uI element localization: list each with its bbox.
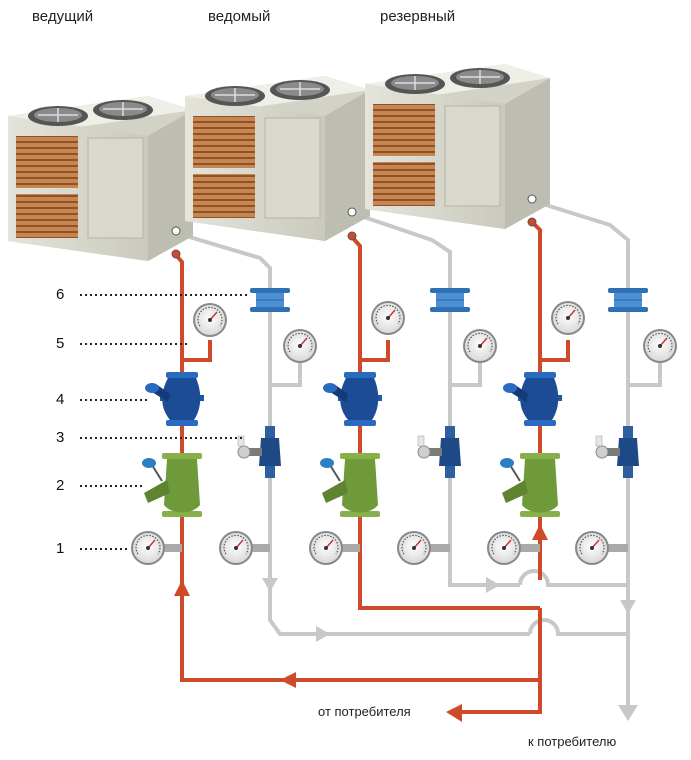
flow-arrow-icon bbox=[532, 524, 548, 540]
flow-arrow-icon bbox=[618, 705, 638, 721]
flow-valve-icon bbox=[237, 425, 282, 479]
pressure-gauge-icon bbox=[462, 328, 498, 364]
chiller-unit-reserve-icon bbox=[364, 63, 551, 230]
pipe-crossover bbox=[518, 569, 560, 587]
outlet-icon bbox=[171, 249, 181, 259]
flow-arrow-icon bbox=[280, 672, 296, 688]
outlet-icon bbox=[347, 231, 357, 241]
flow-arrow-icon bbox=[262, 578, 278, 592]
callout-4: 4 bbox=[56, 391, 65, 408]
flexible-connector-icon bbox=[249, 287, 291, 313]
callout-6: 6 bbox=[56, 286, 65, 303]
return-flow-label: от потребителя bbox=[318, 704, 411, 719]
balancing-valve-icon bbox=[323, 372, 382, 426]
flow-valve-icon bbox=[417, 425, 462, 479]
unit-label-slave: ведомый bbox=[208, 8, 271, 25]
outlet-icon bbox=[171, 226, 181, 236]
pressure-gauge-icon bbox=[574, 530, 610, 566]
pressure-gauge-icon bbox=[396, 530, 432, 566]
pressure-gauge-icon bbox=[550, 300, 586, 336]
flow-arrow-icon bbox=[446, 704, 462, 722]
outlet-icon bbox=[527, 194, 537, 204]
callout-leaders bbox=[80, 294, 248, 550]
pressure-gauge-icon bbox=[218, 530, 254, 566]
pressure-gauge-icon bbox=[192, 302, 228, 338]
supply-flow-label: к потребителю bbox=[528, 734, 617, 749]
pressure-gauge-icon bbox=[486, 530, 522, 566]
flow-arrow-icon bbox=[174, 580, 190, 596]
lower-gauge-row bbox=[130, 530, 628, 566]
callout-1: 1 bbox=[56, 540, 65, 557]
strainer-icon bbox=[499, 452, 561, 518]
flow-arrow-icon bbox=[316, 626, 330, 642]
unit-label-lead: ведущий bbox=[32, 8, 94, 25]
balancing-valve-icon bbox=[145, 372, 204, 426]
flexible-connector-icon bbox=[429, 287, 471, 313]
callout-5: 5 bbox=[56, 335, 65, 352]
pressure-gauge-icon bbox=[370, 300, 406, 336]
strainer-icon bbox=[319, 452, 381, 518]
chiller-unit-slave-icon bbox=[184, 75, 371, 242]
pressure-gauge-icon bbox=[308, 530, 344, 566]
flow-valve-icon bbox=[595, 425, 640, 479]
callout-2: 2 bbox=[56, 477, 65, 494]
callout-3: 3 bbox=[56, 429, 65, 446]
pressure-gauge-icon bbox=[282, 328, 318, 364]
flexible-connector-icon bbox=[607, 287, 649, 313]
balancing-valve-icon bbox=[503, 372, 562, 426]
unit-label-reserve: резервный bbox=[380, 8, 456, 25]
chiller-unit-lead-icon bbox=[7, 95, 194, 262]
pressure-gauge-icon bbox=[130, 530, 166, 566]
pressure-gauge-icon bbox=[642, 328, 678, 364]
flow-arrow-icon bbox=[620, 600, 636, 614]
flow-arrow-icon bbox=[486, 577, 500, 593]
pipe-crossover bbox=[528, 618, 560, 636]
outlet-icon bbox=[347, 207, 357, 217]
outlet-icon bbox=[527, 217, 537, 227]
strainer-icon bbox=[141, 452, 203, 518]
